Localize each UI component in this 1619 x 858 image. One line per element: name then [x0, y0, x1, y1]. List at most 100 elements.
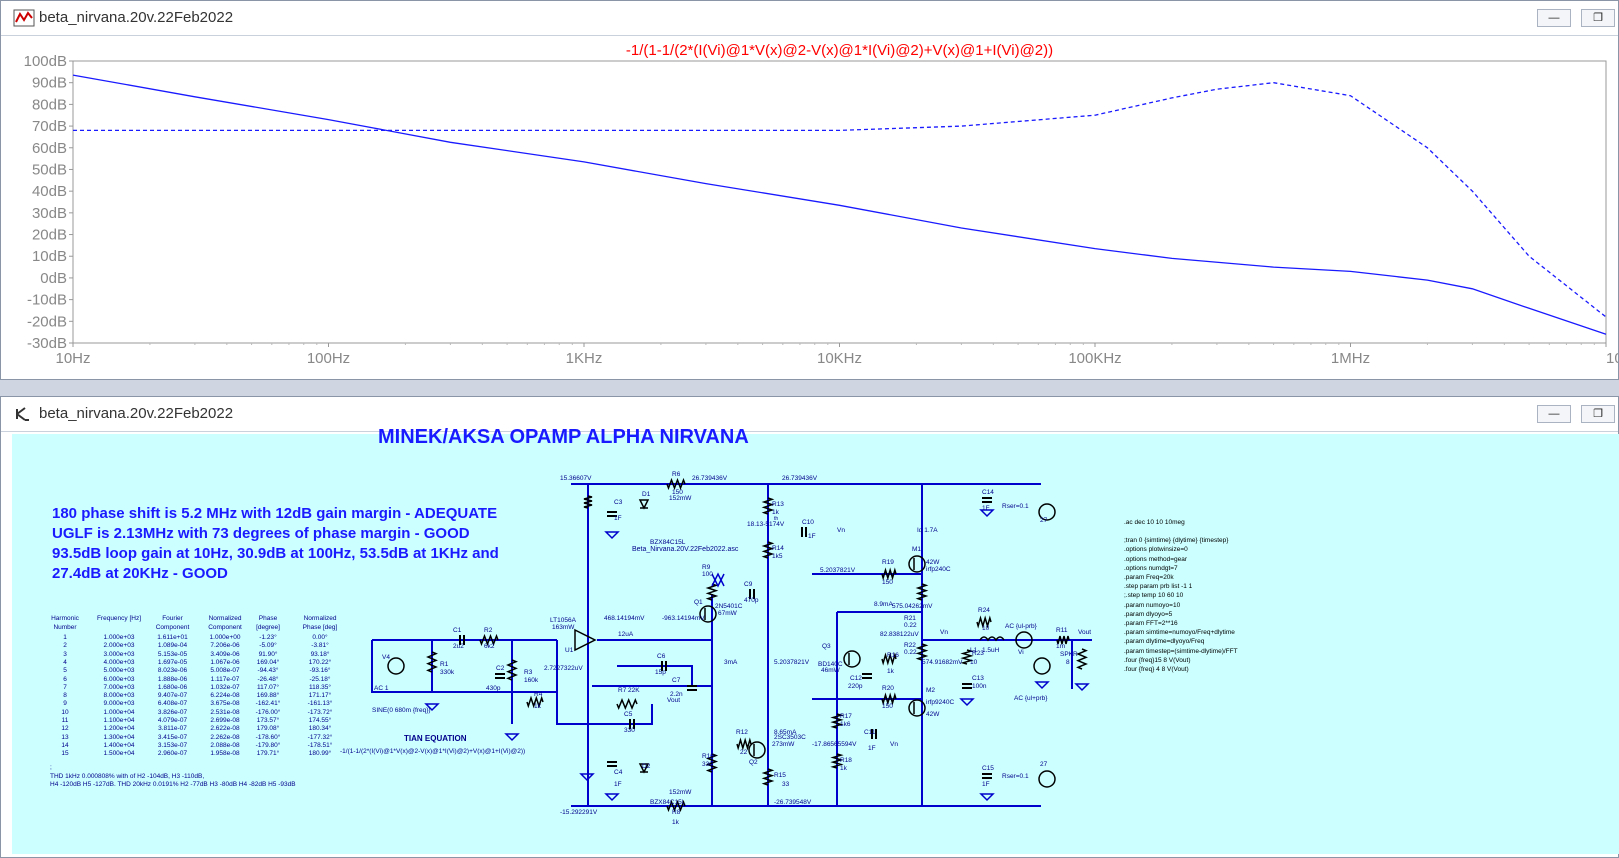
harmonic-cell: 13: [61, 733, 69, 741]
harmonic-cell: 5: [63, 667, 67, 675]
schematic-titlebar[interactable]: beta_nirvana.20v.22Feb2022 — ❐: [1, 397, 1618, 432]
resistor-r11-out: [1056, 635, 1070, 645]
component-label: R6: [672, 471, 681, 478]
component-label: C2: [496, 665, 505, 672]
harmonic-cell: 3.153e-07: [157, 741, 188, 749]
schematic-canvas[interactable]: MINEK/AKSA OPAMP ALPHA NIRVANA 180 phase…: [12, 426, 1619, 854]
component-label: R17: [840, 713, 852, 720]
zener-d1: [638, 499, 650, 510]
resistor-r20: [881, 692, 897, 706]
harmonic-cell: -173.72°: [307, 708, 333, 716]
component-label: 8.65mA: [774, 729, 797, 736]
component-label: 33: [782, 781, 790, 788]
y-tick-label: 70dB: [32, 118, 67, 135]
asc-filename: Beta_Nirvana.20V.22Feb2022.asc: [632, 546, 739, 553]
y-tick-label: -30dB: [27, 335, 67, 352]
harmonic-cell: 6.408e-07: [157, 700, 188, 708]
bode-plot[interactable]: -1/(1-1/(2*(I(Vi)@1*V(x)@2-V(x)@1*I(Vi)@…: [1, 35, 1619, 380]
component-label: R8: [672, 809, 681, 816]
resistor-r19: [881, 567, 897, 581]
resistor-r1: [426, 651, 438, 673]
spice-directives: .ac dec 10 10 10meg;tran 0 {simtime} {dl…: [1124, 518, 1238, 674]
component-label: R11: [1056, 627, 1068, 634]
component-label: 160k: [524, 677, 539, 684]
plot-expression: -1/(1-1/(2*(I(Vi)@1*V(x)@2-V(x)@1*I(Vi)@…: [626, 42, 1053, 59]
resistor-r13: [761, 497, 775, 515]
harmonic-cell: 170.22°: [308, 658, 332, 666]
component-label: BD140C: [818, 661, 843, 668]
component-label: C12: [850, 675, 862, 682]
component-label: R13: [772, 501, 784, 508]
component-label: 1k5: [772, 553, 783, 560]
component-label: C11: [864, 729, 876, 736]
thd-line: H4 -120dB H5 -127dB. THD 20kHz 0.0191% H…: [50, 781, 296, 788]
harmonic-cell: 118.35°: [309, 683, 331, 691]
harmonic-cell: 179.08°: [256, 725, 280, 733]
harmonic-cell: 6.000e+03: [103, 675, 135, 683]
y-tick-label: 30dB: [32, 205, 67, 222]
harmonic-cell: 93.18°: [310, 650, 330, 658]
harmonic-cell: 91.90°: [258, 650, 278, 658]
waveform-window-title: beta_nirvana.20v.22Feb2022: [39, 9, 234, 26]
node-voltage: 26.739436V: [782, 475, 818, 482]
harmonic-cell: 9.000e+03: [103, 700, 135, 708]
minimize-button[interactable]: —: [1537, 405, 1571, 423]
harmonic-cell: 3.415e-07: [157, 733, 188, 741]
directive-line: .options numdgt=7: [1124, 564, 1178, 572]
resistor-r11: [705, 753, 719, 773]
component-label: irfp9240C: [926, 699, 954, 706]
maximize-button[interactable]: ❐: [1581, 9, 1615, 27]
component-label: 2N5401C: [715, 603, 743, 610]
thd-notes: ; THD 1kHz 0.000808% with of H2 -104dB, …: [50, 764, 296, 790]
resistor-r23: [960, 649, 974, 665]
net-label: Vn: [890, 741, 898, 748]
harmonic-cell: 1.611e+01: [157, 634, 188, 641]
harmonic-cell: -161.13°: [307, 700, 333, 708]
harmonic-cell: -1.23°: [259, 634, 277, 641]
harmonic-cell: 10: [61, 708, 69, 716]
component-label: 1k6: [840, 721, 851, 728]
maximize-icon: ❐: [1593, 408, 1603, 420]
component-label: irfp240C: [926, 566, 951, 573]
harmonic-cell: 9.407e-07: [157, 692, 188, 700]
maximize-button[interactable]: ❐: [1581, 405, 1615, 423]
harmonic-cell: 1.000e+04: [103, 708, 135, 716]
waveform-titlebar[interactable]: beta_nirvana.20v.22Feb2022 — ❐: [1, 1, 1618, 36]
harmonic-cell: 4: [63, 658, 67, 666]
component-label: 1F: [868, 745, 876, 752]
harmonic-cell: -93.16°: [309, 667, 331, 675]
harmonic-cell: 180.34°: [308, 725, 332, 733]
harmonic-cell: 8.000e+03: [103, 692, 135, 700]
harmonic-cell: 1.958e-08: [210, 750, 240, 758]
plot-frame: [72, 60, 1607, 344]
ground-symbol: [504, 733, 520, 742]
source-v4: [387, 657, 405, 675]
harmonic-cell: 117.07°: [257, 683, 279, 691]
directive-line: .param Freq=20k: [1124, 574, 1174, 582]
ground-symbol: [604, 793, 620, 802]
component-label: SINE(0 680m {freq}): [372, 707, 431, 714]
harmonic-cell: 1: [63, 634, 67, 641]
note-line: UGLF is 2.13MHz with 73 degrees of phase…: [52, 525, 470, 542]
y-tick-label: 60dB: [32, 140, 67, 157]
resistor-r14: [761, 541, 775, 559]
component-label: 8.9mA: [874, 601, 893, 608]
node-voltage: -15.292291V: [560, 809, 598, 816]
harmonic-cell: 2.622e-08: [210, 725, 240, 733]
component-label: 2SC3503C: [774, 734, 806, 741]
component-label: 1k: [840, 765, 848, 772]
minimize-button[interactable]: —: [1537, 9, 1571, 27]
component-label: Rser=0.1: [1002, 503, 1029, 510]
component-label: 330k: [440, 669, 455, 676]
component-label: 46mW: [821, 667, 841, 674]
resistor-r4: [526, 695, 544, 709]
component-label: 330: [702, 761, 713, 768]
harmonic-cell: 1.697e-05: [157, 658, 188, 666]
component-label: LT1056A: [550, 617, 577, 624]
ground-symbol: [1074, 683, 1090, 692]
ground-symbol: [959, 698, 975, 707]
component-label: 10: [982, 625, 990, 632]
minimize-icon: —: [1548, 12, 1560, 24]
zener-d2: [638, 763, 650, 774]
